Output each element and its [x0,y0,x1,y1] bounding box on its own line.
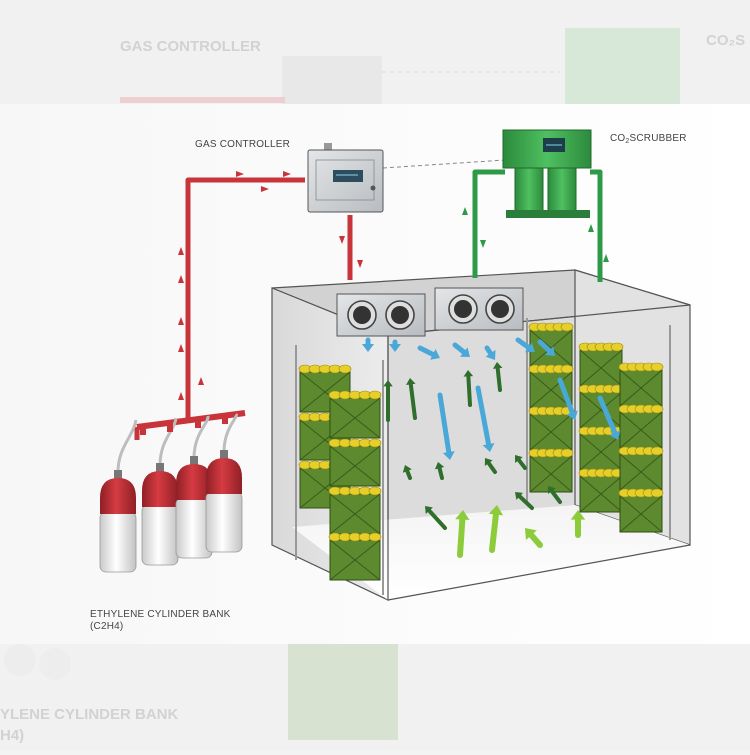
ghost-ethylene-label: YLENE CYLINDER BANK [0,706,179,723]
manifold-valve [195,418,201,428]
airflow-arrow [484,458,497,474]
co2-flow-arrows [462,207,609,262]
airflow-arrow [492,362,503,392]
banana-crate [528,448,574,493]
airflow-arrow [557,377,578,420]
manifold-valve [140,425,146,435]
fan-unit-left [336,293,426,337]
banana-crate [618,446,664,491]
airflow-arrow [515,337,535,353]
banana-crate [618,362,664,407]
manifold-valve [167,422,173,432]
airflow-arrow [484,345,496,360]
airflow-arrow [434,462,445,480]
signal-line [382,159,506,169]
co2-scrubber-label: CO2SCRUBBER [610,133,687,145]
ethylene-cylinder-bank [99,410,246,573]
airflow-arrow [570,510,586,538]
banana-crate [618,488,664,533]
ethylene-bank-formula: (C2H4) [90,621,124,632]
ghost-gas-controller-label: GAS CONTROLLER [120,38,261,55]
airflow-arrow [515,455,527,470]
airflow-arrow [597,395,621,440]
banana-crate [328,438,382,487]
gas-flow-arrows [178,171,363,400]
co2-scrubber-unit [502,129,592,218]
banana-crate [528,406,574,451]
airflow-arrow [425,506,447,530]
airflow-arrow [525,528,543,548]
banana-crate [528,322,574,367]
airflow-arrow [548,486,562,504]
airflow-arrow [455,510,470,558]
airflow-arrow [452,342,470,357]
airflow-arrow [383,380,393,422]
airflow-arrow [389,339,401,352]
gas-controller-unit [307,143,384,213]
airflow-arrow [463,370,474,407]
airflow-arrow [515,492,534,510]
banana-crate [578,342,624,387]
ethylene-bank-label: ETHYLENE CYLINDER BANK [90,609,231,620]
airflow-arrow [437,392,455,460]
airflow-arrow [402,465,412,480]
co2-scrubber-suffix: SCRUBBER [629,133,687,144]
ethylene-cylinder [175,415,213,559]
airflow-arrow [488,505,504,553]
ethylene-cylinder [205,412,243,553]
banana-crate [328,390,382,439]
manifold-valve [222,414,228,424]
ethylene-gas-line [185,177,353,418]
airflow-arrow [417,345,440,360]
banana-crate [578,468,624,513]
airflow-arrow [362,337,374,352]
banana-crate [618,404,664,449]
ethylene-cylinder [99,419,138,573]
co2-scrubber-prefix: CO [610,133,626,144]
ghost-co2-label: CO₂S [706,32,746,49]
banana-crate [328,486,382,535]
fan-unit-right [434,287,524,331]
co2-line [472,169,603,282]
airflow-arrow [537,339,555,356]
banana-crate [328,532,382,581]
airflow-arrows [362,337,621,558]
ghost-c2h4-label: H4) [0,727,25,744]
co2-scrubber-subscript: 2 [625,138,630,145]
ethylene-cylinder [141,417,179,566]
gas-controller-label: GAS CONTROLLER [195,139,291,150]
banana-racks [295,318,671,595]
airflow-arrow [475,385,495,452]
airflow-arrow [406,378,417,420]
